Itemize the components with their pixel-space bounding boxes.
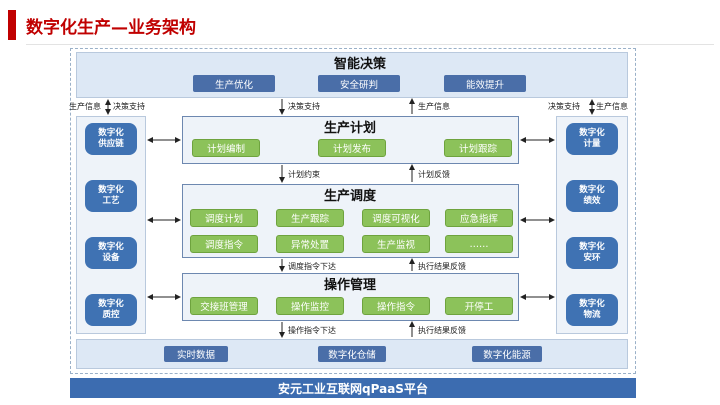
- decision-item-3[interactable]: 能效提升: [444, 75, 526, 92]
- right-item-performance[interactable]: 数字化 绩效: [566, 180, 618, 212]
- right-item-safety[interactable]: 数字化 安环: [566, 237, 618, 269]
- label-top-left-support: 决策支持: [113, 102, 145, 111]
- label-top-right-info: 生产信息: [596, 102, 628, 111]
- decision-title: 智能决策: [333, 56, 386, 72]
- decision-item-2[interactable]: 安全研判: [318, 75, 400, 92]
- label-dispatch-down: 调度指令下达: [288, 262, 336, 271]
- left-item-equipment[interactable]: 数字化 设备: [85, 237, 137, 269]
- architecture-frame: [70, 48, 636, 374]
- label-dispatch-feedback: 执行结果反馈: [418, 262, 466, 271]
- label-top-left-info: 生产信息: [69, 102, 101, 111]
- label-plan-feedback: 计划反馈: [418, 170, 450, 179]
- right-item-logistics[interactable]: 数字化 物流: [566, 294, 618, 326]
- data-item-1[interactable]: 实时数据: [164, 346, 228, 362]
- plan-item-2[interactable]: 计划发布: [318, 139, 386, 157]
- dispatch-title: 生产调度: [323, 188, 376, 204]
- dispatch-r2-2[interactable]: 异常处置: [276, 235, 344, 253]
- title-accent-bar: [8, 10, 16, 40]
- left-item-supply-chain[interactable]: 数字化 供应链: [85, 123, 137, 155]
- operation-item-1[interactable]: 交接班管理: [190, 297, 258, 315]
- dispatch-r2-3[interactable]: 生产监视: [362, 235, 430, 253]
- label-plan-constraint: 计划约束: [288, 170, 320, 179]
- label-top-right-support: 决策支持: [548, 102, 580, 111]
- label-mid-support: 决策支持: [288, 102, 320, 111]
- dispatch-r1-4[interactable]: 应急指挥: [445, 209, 513, 227]
- decision-item-1[interactable]: 生产优化: [193, 75, 275, 92]
- label-operate-down: 操作指令下达: [288, 326, 336, 335]
- title-divider: [26, 44, 714, 45]
- operation-item-2[interactable]: 操作监控: [276, 297, 344, 315]
- operation-item-3[interactable]: 操作指令: [362, 297, 430, 315]
- dispatch-r2-1[interactable]: 调度指令: [190, 235, 258, 253]
- right-item-metering[interactable]: 数字化 计量: [566, 123, 618, 155]
- platform-bar: 安元工业互联网qPaaS平台: [70, 378, 636, 398]
- left-item-quality[interactable]: 数字化 质控: [85, 294, 137, 326]
- dispatch-r1-1[interactable]: 调度计划: [190, 209, 258, 227]
- dispatch-r1-3[interactable]: 调度可视化: [362, 209, 430, 227]
- plan-title: 生产计划: [323, 120, 376, 136]
- label-operate-feedback: 执行结果反馈: [418, 326, 466, 335]
- operation-item-4[interactable]: 开停工: [445, 297, 513, 315]
- dispatch-r2-4[interactable]: ……: [445, 235, 513, 253]
- left-item-process[interactable]: 数字化 工艺: [85, 180, 137, 212]
- label-mid-info: 生产信息: [418, 102, 450, 111]
- dispatch-r1-2[interactable]: 生产跟踪: [276, 209, 344, 227]
- operation-title: 操作管理: [323, 277, 376, 293]
- data-item-3[interactable]: 数字化能源: [472, 346, 542, 362]
- plan-item-1[interactable]: 计划编制: [192, 139, 260, 157]
- data-item-2[interactable]: 数字化仓储: [318, 346, 386, 362]
- page-title: 数字化生产—业务架构: [26, 17, 196, 38]
- plan-item-3[interactable]: 计划跟踪: [444, 139, 512, 157]
